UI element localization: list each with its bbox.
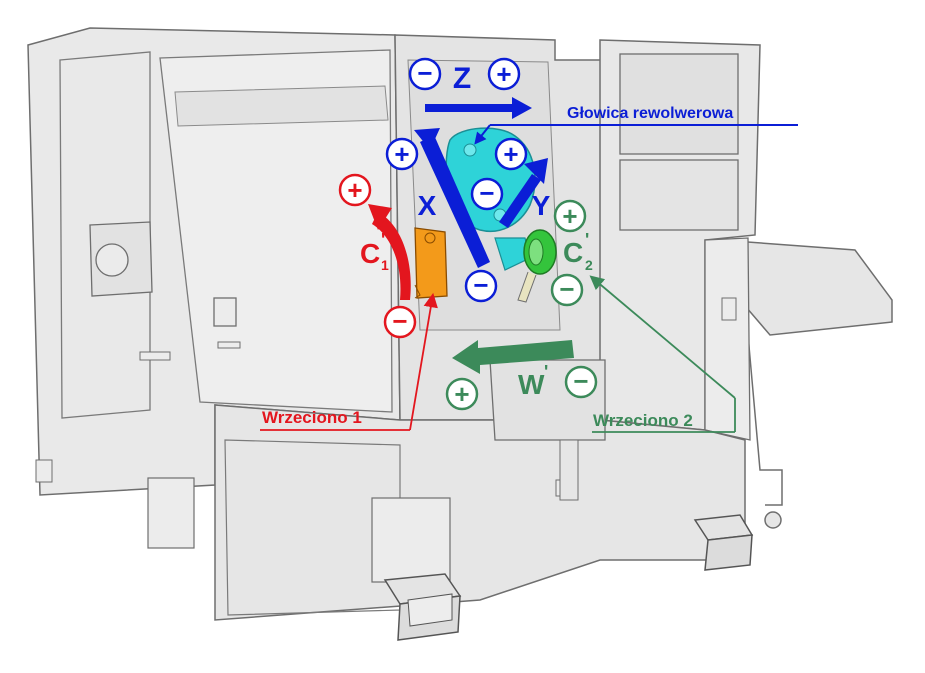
right-door-switch xyxy=(721,297,737,321)
x-axis-arrow-head xyxy=(414,128,440,150)
base-door-left xyxy=(147,477,195,549)
c1-rotation-arrow-head xyxy=(368,204,392,230)
svg-text:+: + xyxy=(496,59,511,89)
small-switch xyxy=(213,297,237,327)
c1-minus-sign: − xyxy=(383,305,417,339)
svg-text:−: − xyxy=(473,270,488,300)
z-minus-sign: − xyxy=(408,57,442,91)
turret-label: Głowica rewolwerowa xyxy=(567,105,733,122)
c1-axis: + C ' 1 − xyxy=(338,173,417,339)
svg-text:−: − xyxy=(479,178,494,208)
left-vent xyxy=(139,351,171,361)
c2-minus-sign: − xyxy=(550,273,584,307)
door-window xyxy=(174,85,389,127)
x-axis-arrow xyxy=(420,135,490,268)
z-axis-arrow xyxy=(425,97,532,119)
y-minus-sign: − xyxy=(470,177,504,211)
svg-text:+: + xyxy=(394,139,409,169)
c1-axis-subscript: 1 xyxy=(381,257,389,273)
x-minus-sign: − xyxy=(464,269,498,303)
svg-text:−: − xyxy=(392,306,407,336)
control-panel xyxy=(619,159,739,231)
right-door xyxy=(704,237,751,441)
svg-text:−: − xyxy=(559,274,574,304)
spindle2-label: Wrzeciono 2 xyxy=(593,411,693,430)
y-plus-sign: + xyxy=(494,137,528,171)
z-axis-label: Z xyxy=(453,62,471,95)
w-axis-prime: ' xyxy=(544,362,548,382)
w-minus-sign: − xyxy=(564,365,598,399)
svg-text:+: + xyxy=(347,175,362,205)
x-axis: + X − xyxy=(385,128,498,303)
conveyor-leg xyxy=(747,334,783,506)
x-axis-label: X xyxy=(418,190,437,221)
base-door-mid xyxy=(371,497,451,583)
svg-text:+: + xyxy=(562,201,577,231)
spindle-chuck-icon xyxy=(414,227,448,299)
spindle2-leader-line xyxy=(589,275,736,399)
c2-plus-sign: + xyxy=(553,199,587,233)
small-slot xyxy=(217,341,241,349)
foot-pedal-icon xyxy=(693,514,754,571)
c1-plus-sign: + xyxy=(338,173,372,207)
door-knob xyxy=(95,243,129,277)
conveyor-wheel xyxy=(764,511,782,529)
w-plus-sign: + xyxy=(445,377,479,411)
y-axis: + − Y xyxy=(470,137,551,228)
control-screen xyxy=(619,53,739,155)
svg-text:+: + xyxy=(503,139,518,169)
z-axis: − Z + xyxy=(408,57,532,119)
w-axis: + W ' − xyxy=(445,340,598,411)
left-base-switch xyxy=(35,459,53,483)
svg-text:−: − xyxy=(417,58,432,88)
c2-axis-subscript: 2 xyxy=(585,257,593,273)
c2-axis-label: C xyxy=(563,237,583,268)
spindle1-leader-line xyxy=(409,292,438,431)
w-axis-label: W xyxy=(518,369,545,400)
left-cabinet-panel xyxy=(59,51,151,419)
turret-callout: Głowica rewolwerowa xyxy=(474,105,798,145)
spindle1-label: Wrzeciono 1 xyxy=(262,408,362,427)
tailstock-column xyxy=(559,439,579,501)
spindle2-callout: Wrzeciono 2 xyxy=(589,275,736,433)
machine-base xyxy=(214,404,746,621)
y-axis-label: Y xyxy=(532,190,551,221)
turret-leader-line xyxy=(474,124,491,145)
c1-rotation-arrow xyxy=(372,212,411,300)
w-axis-arrow xyxy=(452,340,574,374)
svg-text:−: − xyxy=(573,366,588,396)
spindle1-callout: Wrzeciono 1 xyxy=(260,292,438,431)
svg-text:+: + xyxy=(454,379,469,409)
machine-illustration xyxy=(27,27,893,641)
c1-axis-prime: ' xyxy=(381,230,385,250)
c2-axis: + C ' 2 − xyxy=(550,199,593,307)
y-axis-arrow-head xyxy=(524,158,548,184)
foot-pedal-icon xyxy=(383,573,462,641)
c1-axis-label: C xyxy=(360,238,380,269)
y-axis-arrow xyxy=(499,174,541,228)
sub-spindle-icon xyxy=(517,229,557,303)
z-plus-sign: + xyxy=(487,57,521,91)
c2-axis-prime: ' xyxy=(585,230,589,250)
x-plus-sign: + xyxy=(385,137,419,171)
